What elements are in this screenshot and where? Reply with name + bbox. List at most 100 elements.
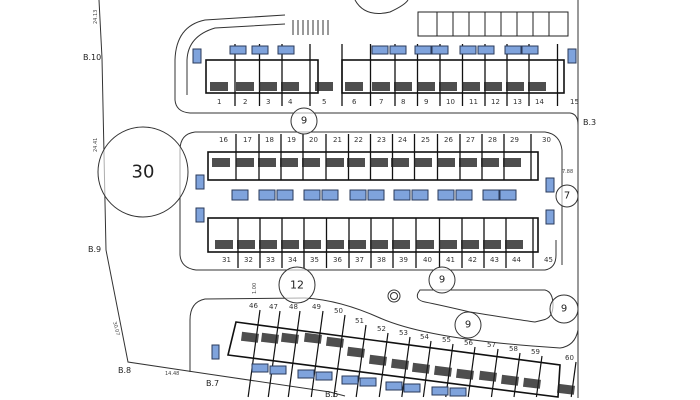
lot-6[interactable]: 6 [345,44,372,106]
lot-50[interactable]: 50 [325,307,346,398]
lot-42[interactable]: 42 [461,218,485,268]
lot-number: 39 [399,256,408,264]
parking-space [545,209,555,225]
lot-32[interactable]: 32 [237,218,261,268]
lot-25[interactable]: 25 [414,134,439,180]
lot-furniture [390,358,409,370]
lot-number: 30 [542,136,551,144]
dimension-label: 24.41 [93,138,99,152]
lot-45[interactable]: 45 [544,256,553,264]
lot-30[interactable]: 30 [542,136,551,144]
lot-38[interactable]: 38 [370,218,394,268]
lot-44[interactable]: 44 [505,218,534,268]
lot-49[interactable]: 49 [303,303,324,398]
lot-number: 49 [312,303,321,311]
lot-47[interactable]: 47 [260,303,281,398]
lot-46[interactable]: 46 [240,302,261,398]
parking-space [411,189,429,201]
parking-space [315,371,333,381]
lot-furniture [345,82,363,91]
lot-27[interactable]: 27 [459,134,483,180]
top-building [417,11,569,37]
lot-furniture [326,240,344,249]
roundabout-marker-inner [390,292,398,300]
lot-34[interactable]: 34 [281,218,305,268]
boundary-point-B.8: B.8 [118,366,131,375]
lot-furniture [461,240,479,249]
lot-40[interactable]: 40 [416,218,441,268]
lot-48[interactable]: 48 [280,303,301,398]
lot-number: 13 [513,98,522,106]
lot-15[interactable]: 15 [570,98,579,106]
lot-51[interactable]: 51 [346,317,367,398]
lot-58[interactable]: 58 [500,345,521,398]
parking-space [303,189,321,201]
lot-56[interactable]: 56 [455,339,476,398]
lot-33[interactable]: 33 [259,218,283,268]
lot-number: 54 [420,333,429,341]
boundary-point-B.6: B.6 [325,390,338,399]
road-south-block [189,297,306,372]
lot-number: 48 [289,303,298,311]
lot-26[interactable]: 26 [437,134,461,180]
lot-59[interactable]: 59 [522,348,543,398]
dimension-label: 30.07 [111,321,121,336]
lot-39[interactable]: 39 [392,218,417,268]
lot-furniture [280,158,298,167]
lot-17[interactable]: 17 [236,134,260,180]
lot-54[interactable]: 54 [411,333,432,398]
lot-60[interactable]: 60 [556,354,577,398]
lot-furniture [394,82,412,91]
lot-41[interactable]: 41 [439,218,463,268]
parking-space [389,45,407,55]
lot-divider [267,310,281,398]
lot-23[interactable]: 23 [370,134,394,180]
lot-furniture [281,240,299,249]
lot-21[interactable]: 21 [326,134,350,180]
parking-space [385,381,403,391]
lot-number: 15 [570,98,579,106]
circle-text: 9 [465,320,471,331]
lot-14[interactable]: 14 [528,44,559,106]
parking-space [341,375,359,385]
lot-52[interactable]: 52 [368,325,389,398]
lot-16[interactable]: 16 [212,134,237,180]
lot-29[interactable]: 29 [503,134,532,180]
lot-24[interactable]: 24 [391,134,416,180]
lot-number: 59 [531,348,540,356]
lot-number: 44 [512,256,521,264]
parking-space [449,387,467,397]
lot-furniture [556,383,575,395]
parking-space [251,363,269,373]
lot-22[interactable]: 22 [347,134,372,180]
parking-space [231,189,249,201]
boundary-point-B.9: B.9 [88,245,101,254]
lot-43[interactable]: 43 [483,218,507,268]
circle-marker [454,311,482,339]
lot-18[interactable]: 18 [258,134,282,180]
boundary-point-B.3: B.3 [583,118,596,127]
circle-label-loop-bottom: 9 [454,311,482,339]
lot-19[interactable]: 19 [280,134,304,180]
lot-number: 4 [288,98,293,106]
circle-text: 30 [132,162,155,183]
circle-label-loop-top: 9 [428,266,456,294]
lot-36[interactable]: 36 [326,218,350,268]
lot-5[interactable]: 5 [315,44,343,106]
lot-furniture [500,374,519,386]
circle-label-large: 30 [97,126,189,218]
lot-53[interactable]: 53 [390,329,411,398]
lot-4[interactable]: 4 [281,44,311,106]
lot-35[interactable]: 35 [303,218,328,268]
lot-20[interactable]: 20 [302,134,327,180]
lot-31[interactable]: 31 [215,218,239,268]
lot-number: 3 [266,98,270,106]
lot-number: 56 [464,339,473,347]
lot-37[interactable]: 37 [348,218,372,268]
roundabout-marker [387,289,401,303]
lot-28[interactable]: 28 [481,134,505,180]
lot-furniture [348,240,366,249]
lot-57[interactable]: 57 [478,341,499,398]
lot-furniture [439,82,457,91]
lot-number: 25 [421,136,430,144]
